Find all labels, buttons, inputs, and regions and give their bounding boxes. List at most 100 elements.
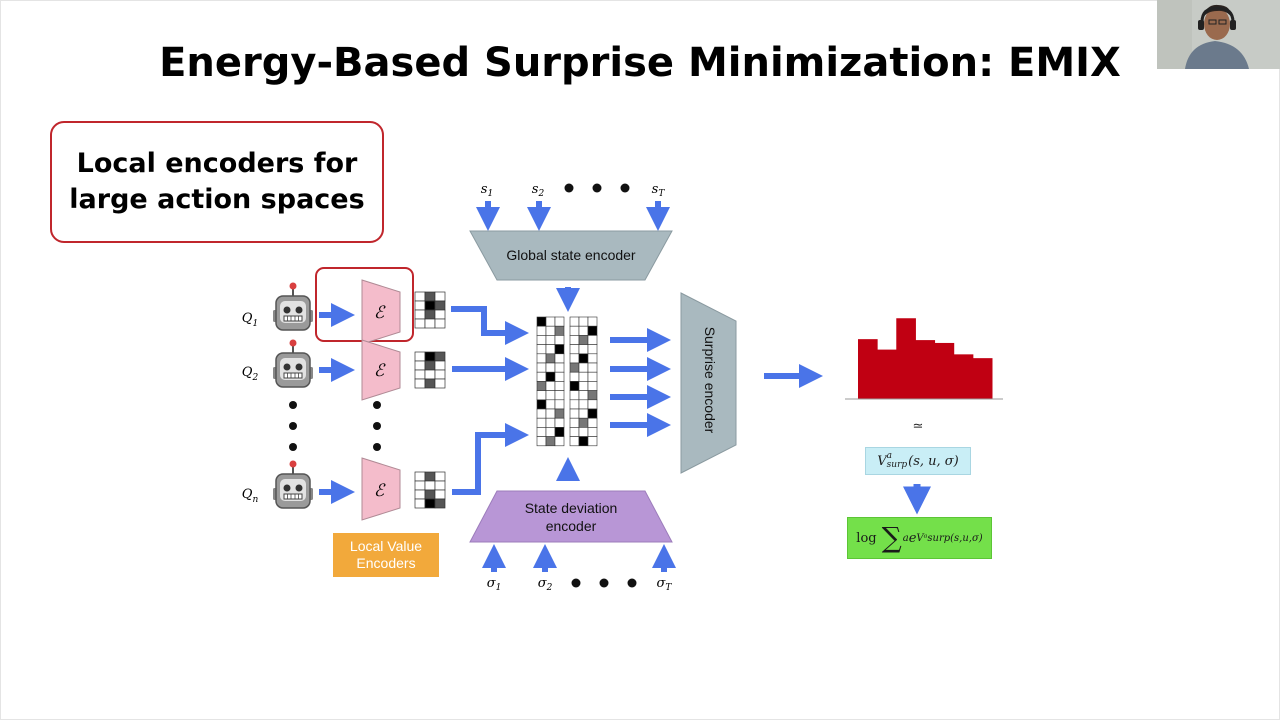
- arrow-localn-central: [452, 423, 529, 495]
- central-matrix-cell: [554, 335, 565, 345]
- central-matrix-cell: [536, 362, 547, 373]
- central-matrix-cell: [578, 325, 589, 336]
- central-matrix-cell: [554, 362, 565, 373]
- vsurp-sub: surp: [886, 460, 908, 470]
- logsum-sigma: ∑: [881, 521, 902, 554]
- global-state-encoder: [469, 230, 673, 281]
- matrix-cell: [434, 498, 446, 509]
- approx-symbol: ≃: [913, 419, 924, 434]
- central-matrix-cell: [569, 436, 580, 447]
- central-matrix-cell: [578, 427, 589, 437]
- matrix-cell: [424, 360, 436, 371]
- central-matrix-cell: [569, 390, 580, 401]
- central-matrix-cell: [569, 353, 580, 364]
- central-matrix-cell: [545, 408, 556, 419]
- central-matrix-cell: [578, 399, 589, 410]
- central-matrix-cell: [578, 335, 589, 345]
- deviation-label-sigmat: σT: [657, 576, 673, 593]
- central-matrix-cell: [554, 325, 565, 336]
- central-matrix-cell: [587, 417, 598, 428]
- local-encoder-2: [361, 339, 401, 401]
- histogram-bar: [858, 339, 878, 399]
- matrix-cell: [434, 369, 446, 380]
- central-matrix-cell: [554, 399, 565, 410]
- matrix-cell: [424, 300, 436, 311]
- matrix-cell: [424, 489, 436, 500]
- histogram-bar: [915, 340, 936, 399]
- central-matrix-cell: [578, 436, 589, 447]
- central-matrix-cell: [536, 316, 547, 327]
- central-matrix-cell: [545, 381, 556, 391]
- state-ellipsis: [564, 183, 630, 193]
- matrix-cell: [424, 498, 436, 509]
- central-matrix-cell: [545, 371, 556, 382]
- central-matrix-cell: [545, 427, 556, 437]
- matrix-cell: [424, 369, 436, 380]
- central-matrix-cell: [578, 353, 589, 364]
- state-label-s2: s2: [532, 182, 545, 199]
- deviation-label-sigma1: σ1: [487, 576, 502, 593]
- agent-label-qn: Qn: [242, 487, 259, 505]
- arrow-local1-central: [451, 306, 529, 345]
- central-matrix-cell: [569, 417, 580, 428]
- central-matrix-cell: [587, 427, 598, 437]
- central-matrix-cell: [587, 353, 598, 364]
- slide-title: Energy-Based Surprise Minimization: EMIX: [159, 40, 1121, 86]
- presenter-video: [1157, 0, 1280, 69]
- central-matrix-cell: [536, 436, 547, 447]
- matrix-cell: [424, 309, 436, 320]
- central-matrix-cell: [578, 390, 589, 401]
- central-matrix-cell: [587, 390, 598, 401]
- deviation-ellipsis: [571, 578, 637, 588]
- local-value-encoders-label-box: Local Value Encoders: [333, 533, 439, 577]
- local-output-matrices: [414, 291, 446, 509]
- matrix-cell: [414, 300, 426, 311]
- central-matrix-cell: [545, 325, 556, 336]
- central-matrix-cell: [569, 408, 580, 419]
- central-matrix-cell: [554, 436, 565, 447]
- central-matrix-cell: [536, 381, 547, 391]
- central-matrix-cell: [554, 390, 565, 401]
- vsurp-sup: a: [886, 451, 893, 461]
- webcam-thumbnail: [1157, 0, 1280, 69]
- robot-agent-n-icon: [272, 459, 314, 509]
- local-value-encoders-label: Local Value Encoders: [349, 538, 423, 571]
- central-matrix-cell: [536, 353, 547, 364]
- central-matrix-cell: [536, 417, 547, 428]
- central-matrix-cell: [587, 316, 598, 327]
- central-matrix-cell: [536, 399, 547, 410]
- histogram-bar: [972, 358, 993, 399]
- central-matrix-cell: [536, 427, 547, 437]
- central-matrix-cell: [569, 344, 580, 355]
- state-deviation-encoder-label-line1: State deviation: [525, 500, 618, 516]
- deviation-label-sigma2: σ2: [538, 576, 553, 593]
- local-encoder-1: [361, 279, 401, 345]
- central-matrix-cell: [587, 362, 598, 373]
- central-matrix-cell: [536, 344, 547, 355]
- central-matrix-cell: [578, 344, 589, 355]
- robot-agent-2-icon: [272, 338, 314, 388]
- logsum-sub: a: [902, 532, 909, 544]
- histogram-bar: [953, 354, 974, 399]
- matrix-cell: [434, 480, 446, 491]
- encoder-symbol-1: ℰ: [374, 303, 386, 323]
- matrix-cell: [414, 318, 426, 329]
- central-matrix-cell: [587, 335, 598, 345]
- histogram-bar: [896, 318, 916, 399]
- matrix-cell: [414, 480, 426, 491]
- callout-box: Local encoders for large action spaces: [50, 121, 384, 243]
- matrix-cell: [434, 351, 446, 362]
- central-matrix-cell: [545, 390, 556, 401]
- central-matrix-cell: [536, 335, 547, 345]
- matrix-cell: [424, 291, 436, 302]
- central-matrix-cell: [578, 417, 589, 428]
- central-matrix-cell: [536, 325, 547, 336]
- robot-agent-1-icon: [272, 281, 314, 331]
- agent-label-q2: Q2: [242, 365, 259, 383]
- central-matrix-cell: [545, 362, 556, 373]
- matrix-cell: [424, 378, 436, 389]
- central-matrix-cell: [545, 353, 556, 364]
- matrix-cell: [414, 309, 426, 320]
- central-matrix-cell: [569, 362, 580, 373]
